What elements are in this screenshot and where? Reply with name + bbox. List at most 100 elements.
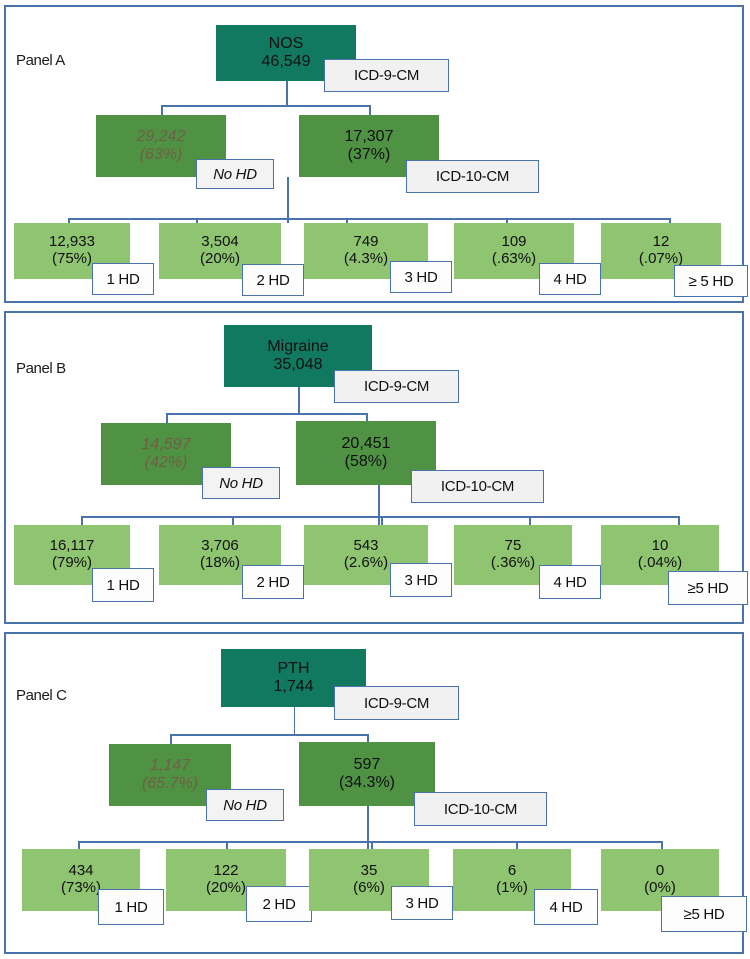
node-level3-5-b: 10(.04%)	[601, 525, 719, 585]
connector-level3-bus	[81, 516, 678, 518]
connector-root-stem	[293, 707, 296, 736]
level2-percent: (63%)	[139, 146, 183, 163]
level3-percent: (75%)	[51, 250, 92, 267]
tag-level3-2-b: 2 HD	[242, 565, 304, 599]
level3-percent: (6%)	[353, 879, 385, 896]
level3-percent: (.04%)	[637, 554, 683, 571]
level3-count: 109	[501, 233, 527, 251]
node-level2-icd10-a: 17,307(37%)	[299, 115, 439, 177]
level3-count: 12	[652, 233, 670, 251]
connector-level3-drop-5	[669, 218, 671, 223]
level3-percent: (73%)	[60, 879, 101, 896]
level3-count: 10	[651, 537, 669, 555]
root-title: Migraine	[267, 338, 329, 356]
level2-percent: (65.7%)	[141, 775, 199, 792]
level3-percent: (1%)	[496, 879, 528, 896]
tag-level3-1-b: 1 HD	[92, 568, 154, 602]
connector-level3-drop-4	[529, 516, 531, 525]
level2-count: 14,597	[141, 436, 191, 454]
node-level3-5-a: 12(.07%)	[601, 223, 721, 279]
connector-level3-stem	[378, 485, 380, 525]
connector-root-stem	[286, 81, 288, 107]
connector-level2-drop-right	[366, 413, 368, 421]
tag-icd9-b: ICD-9-CM	[334, 370, 459, 403]
connector-level3-drop-1	[68, 218, 70, 223]
connector-level3-drop-3	[371, 841, 373, 849]
level3-count: 0	[655, 862, 665, 880]
tag-level3-2-c: 2 HD	[246, 886, 312, 922]
tag-icd9-a: ICD-9-CM	[324, 59, 449, 92]
tag-level2-no-hd-c: No HD	[206, 789, 284, 821]
level2-count: 597	[353, 756, 381, 774]
node-level3-1-b: 16,117(79%)	[14, 525, 130, 585]
node-level2-icd10-c: 597(34.3%)	[299, 742, 435, 806]
tag-icd9-c: ICD-9-CM	[334, 686, 459, 720]
level3-percent: (18%)	[199, 554, 240, 571]
panel-label-a: Panel A	[16, 52, 65, 69]
tag-level2-icd10-c: ICD-10-CM	[414, 792, 547, 826]
connector-level3-drop-5	[678, 516, 680, 525]
tag-level3-1-a: 1 HD	[92, 263, 154, 295]
connector-level3-drop-4	[516, 841, 518, 849]
connector-level3-drop-1	[78, 841, 80, 849]
root-count: 35,048	[273, 356, 323, 373]
connector-root-stem	[298, 387, 300, 415]
tag-level3-4-b: 4 HD	[539, 565, 601, 599]
root-count: 46,549	[261, 53, 311, 70]
tag-level3-1-c: 1 HD	[98, 889, 164, 925]
connector-level2-drop-right	[367, 734, 369, 742]
connector-level3-drop-4	[506, 218, 508, 223]
level2-count: 17,307	[344, 128, 394, 146]
connector-level2-bus	[170, 734, 367, 736]
level2-count: 1,147	[149, 757, 191, 775]
connector-level2-drop-left	[161, 105, 163, 115]
tag-level2-no-hd-a: No HD	[196, 159, 274, 189]
connector-level3-drop-2	[226, 841, 228, 849]
level3-count: 35	[360, 862, 378, 880]
tag-level2-icd10-a: ICD-10-CM	[406, 160, 539, 193]
tag-level3-5-b: ≥5 HD	[668, 571, 748, 605]
level3-percent: (.63%)	[491, 250, 537, 267]
node-level2-no-hd-b: 14,597(42%)	[101, 423, 231, 485]
level3-percent: (2.6%)	[343, 554, 389, 571]
node-level2-icd10-b: 20,451(58%)	[296, 421, 436, 485]
level3-count: 3,706	[201, 537, 239, 555]
connector-level2-drop-left	[166, 413, 168, 423]
connector-level3-bus	[68, 218, 669, 220]
level2-count: 20,451	[341, 435, 391, 453]
connector-level3-bus	[78, 841, 661, 843]
level2-percent: (37%)	[347, 146, 391, 163]
tag-level3-2-a: 2 HD	[242, 264, 304, 296]
tag-level3-3-c: 3 HD	[391, 886, 453, 920]
node-level3-2-a: 3,504(20%)	[159, 223, 281, 279]
root-title: NOS	[268, 35, 304, 53]
tag-level3-5-a: ≥ 5 HD	[674, 265, 748, 297]
level3-count: 122	[213, 862, 239, 880]
level2-percent: (34.3%)	[338, 774, 396, 791]
tag-level3-3-a: 3 HD	[390, 261, 452, 293]
level3-count: 12,933	[49, 233, 95, 251]
level3-count: 3,504	[201, 233, 239, 251]
connector-level3-stem	[287, 177, 289, 223]
level3-count: 16,117	[49, 537, 95, 555]
level2-percent: (58%)	[344, 453, 388, 470]
tag-level3-4-a: 4 HD	[539, 263, 601, 295]
connector-level2-bus	[166, 413, 366, 415]
level3-percent: (4.3%)	[343, 250, 389, 267]
level3-percent: (.36%)	[490, 554, 536, 571]
connector-level2-bus	[161, 105, 369, 107]
tag-level2-icd10-b: ICD-10-CM	[411, 470, 544, 503]
level3-percent: (0%)	[644, 879, 676, 896]
node-level3-4-a: 109(.63%)	[454, 223, 574, 279]
level2-percent: (42%)	[144, 454, 188, 471]
level3-percent: (.07%)	[638, 250, 684, 267]
level3-count: 434	[68, 862, 94, 880]
connector-level3-drop-3	[346, 218, 348, 223]
panel-label-b: Panel B	[16, 360, 66, 377]
connector-level2-drop-right	[369, 105, 371, 115]
